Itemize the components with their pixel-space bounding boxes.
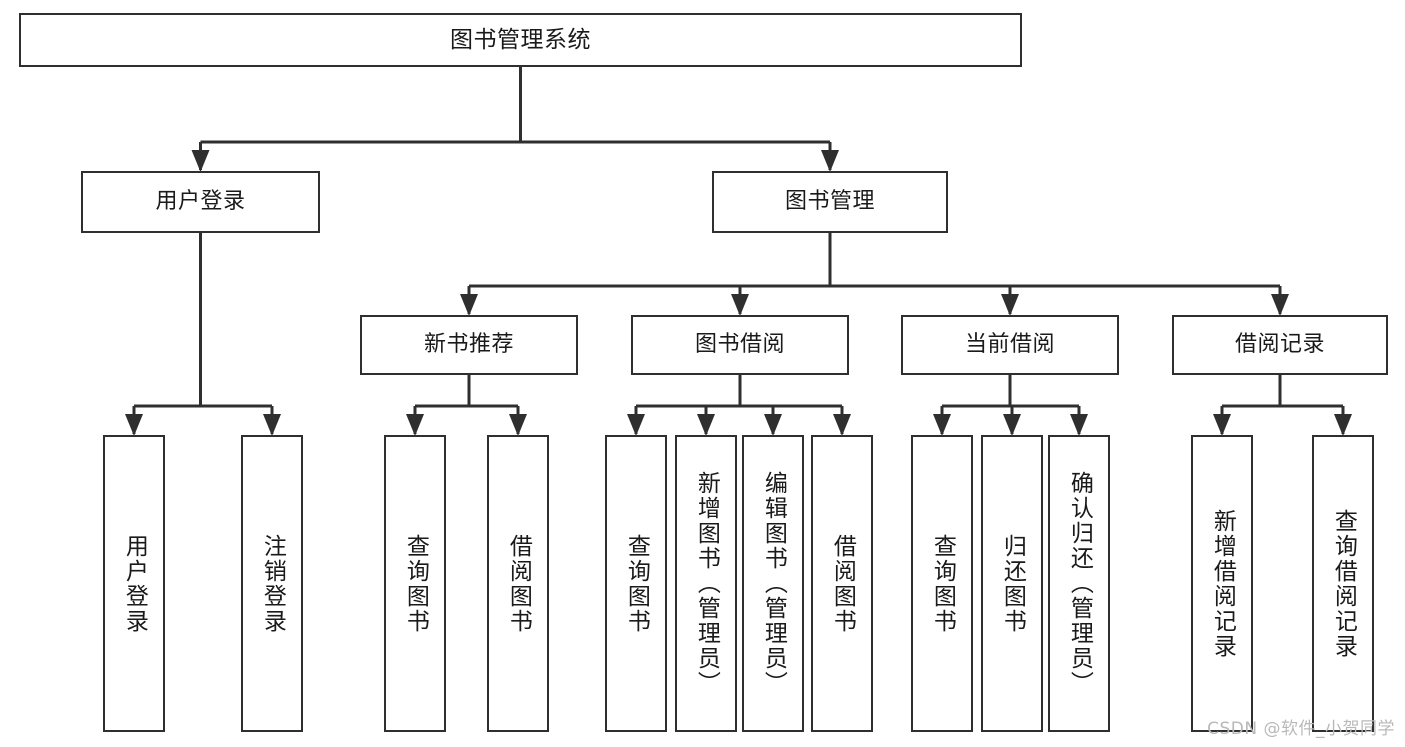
node-label: 归还图书 — [999, 533, 1026, 634]
node-records[interactable]: 借阅记录 — [1172, 315, 1388, 375]
node-label: 借阅图书 — [829, 533, 856, 634]
node-label: 查询图书 — [402, 533, 429, 634]
arrowhead-icon — [460, 294, 478, 316]
arrowhead-icon — [1003, 414, 1021, 436]
arrowhead-icon — [764, 414, 782, 436]
node-borrow[interactable]: 图书借阅 — [631, 315, 849, 375]
node-label: 借阅记录 — [1234, 332, 1325, 358]
node-l_login[interactable]: 用户登录 — [103, 435, 165, 732]
node-current[interactable]: 当前借阅 — [901, 315, 1119, 375]
arrowhead-icon — [627, 414, 645, 436]
node-label: 用户登录 — [121, 533, 148, 634]
node-label: 图书管理 — [784, 189, 875, 215]
arrowhead-icon — [821, 150, 839, 172]
node-l_b2[interactable]: 借阅图书 — [811, 435, 873, 732]
node-l_edit[interactable]: 编辑图书（管理员） — [742, 435, 804, 732]
arrowhead-icon — [1213, 414, 1231, 436]
node-l_qrec[interactable]: 查询借阅记录 — [1312, 435, 1374, 732]
node-label: 新增借阅记录 — [1209, 508, 1236, 659]
node-newbook[interactable]: 新书推荐 — [360, 315, 578, 375]
arrowhead-icon — [406, 414, 424, 436]
node-l_confirm[interactable]: 确认归还（管理员） — [1048, 435, 1110, 732]
node-label: 确认归还（管理员） — [1066, 471, 1093, 696]
node-label: 查询图书 — [929, 533, 956, 634]
arrowhead-icon — [1070, 414, 1088, 436]
arrowhead-icon — [191, 150, 210, 172]
arrowhead-icon — [933, 414, 951, 436]
node-bookmgmt[interactable]: 图书管理 — [712, 171, 948, 233]
arrowhead-icon — [125, 414, 143, 436]
node-label: 查询图书 — [623, 533, 650, 634]
node-label: 图书管理系统 — [450, 26, 591, 53]
node-login[interactable]: 用户登录 — [81, 171, 320, 233]
node-label: 注销登录 — [259, 533, 286, 634]
arrowhead-icon — [1334, 414, 1352, 436]
node-label: 图书借阅 — [694, 332, 785, 358]
arrowhead-icon — [731, 294, 749, 316]
watermark: CSDN @软件_小贺同学 — [1207, 719, 1395, 739]
node-l_logout[interactable]: 注销登录 — [241, 435, 303, 732]
node-l_add[interactable]: 新增图书（管理员） — [675, 435, 737, 732]
node-label: 当前借阅 — [964, 332, 1055, 358]
arrowhead-icon — [1271, 294, 1289, 316]
node-root[interactable]: 图书管理系统 — [19, 13, 1022, 67]
node-label: 编辑图书（管理员） — [760, 471, 787, 696]
arrowhead-icon — [1001, 294, 1019, 316]
arrowhead-icon — [697, 414, 715, 436]
node-l_q2[interactable]: 查询图书 — [605, 435, 667, 732]
node-l_b1[interactable]: 借阅图书 — [487, 435, 549, 732]
arrowhead-icon — [833, 414, 851, 436]
node-l_q3[interactable]: 查询图书 — [911, 435, 973, 732]
node-label: 查询借阅记录 — [1330, 508, 1357, 659]
node-label: 用户登录 — [155, 189, 246, 215]
arrowhead-icon — [509, 414, 527, 436]
node-label: 新增图书（管理员） — [693, 471, 720, 696]
arrowhead-icon — [263, 414, 281, 436]
node-l_addrec[interactable]: 新增借阅记录 — [1191, 435, 1253, 732]
node-l_return[interactable]: 归还图书 — [981, 435, 1043, 732]
node-label: 新书推荐 — [423, 332, 514, 358]
node-label: 借阅图书 — [505, 533, 532, 634]
node-l_q1[interactable]: 查询图书 — [384, 435, 446, 732]
